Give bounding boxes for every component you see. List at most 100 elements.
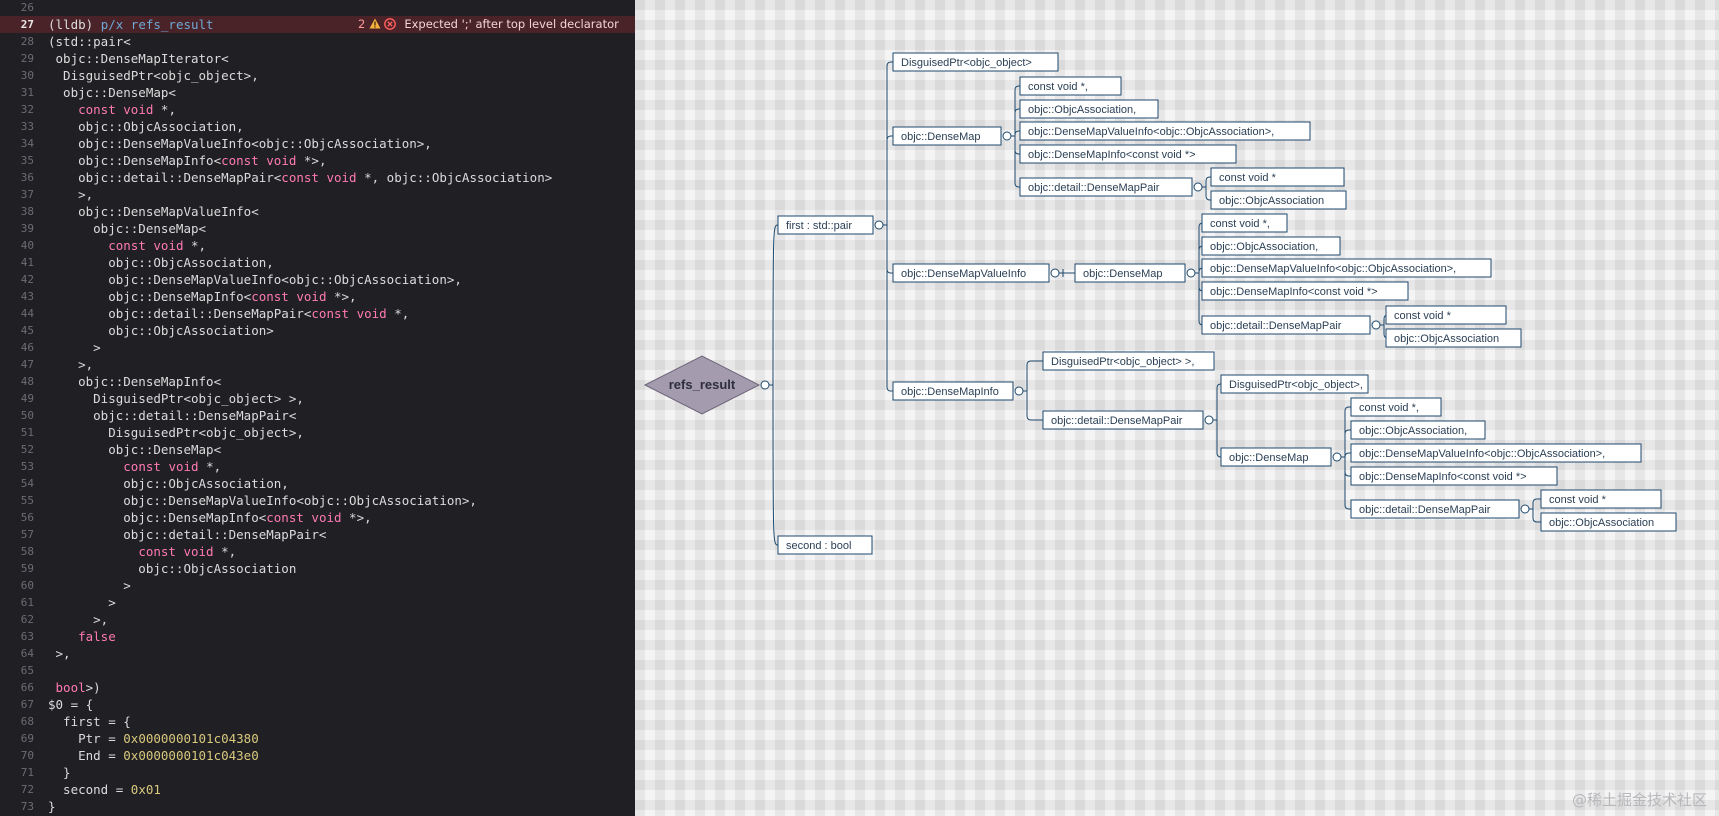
mindmap-node[interactable]: [1210, 167, 1345, 187]
collapse-toggle[interactable]: [1050, 268, 1060, 278]
code-line[interactable]: 52 objc::DenseMap<: [0, 441, 635, 458]
collapse-toggle[interactable]: [1332, 452, 1342, 462]
mindmap-node[interactable]: [1201, 258, 1492, 278]
code-line[interactable]: 31 objc::DenseMap<: [0, 84, 635, 101]
mindmap-node[interactable]: [1385, 305, 1507, 325]
mindmap-node[interactable]: [1074, 263, 1186, 283]
mindmap-node[interactable]: [1201, 315, 1371, 335]
code-text: objc::DenseMapInfo<: [48, 373, 221, 390]
mindmap-node[interactable]: [1201, 213, 1288, 233]
code-line[interactable]: 51 DisguisedPtr<objc_object>,: [0, 424, 635, 441]
collapse-toggle[interactable]: [1186, 268, 1196, 278]
mindmap-node[interactable]: [1019, 76, 1122, 96]
mindmap-node[interactable]: [892, 52, 1059, 72]
code-line[interactable]: 54 objc::ObjcAssociation,: [0, 475, 635, 492]
mindmap-node[interactable]: [1350, 443, 1642, 463]
mindmap-node[interactable]: [1385, 328, 1522, 348]
mindmap-node[interactable]: [1210, 190, 1347, 210]
code-line[interactable]: 55 objc::DenseMapValueInfo<objc::ObjcAss…: [0, 492, 635, 509]
code-line[interactable]: 41 objc::ObjcAssociation,: [0, 254, 635, 271]
collapse-toggle[interactable]: [1520, 504, 1530, 514]
mindmap-node[interactable]: [1042, 410, 1204, 430]
code-line[interactable]: 71 }: [0, 764, 635, 781]
mindmap-node[interactable]: [1220, 447, 1332, 467]
mindmap-node[interactable]: [1220, 374, 1369, 394]
code-line[interactable]: 49 DisguisedPtr<objc_object> >,: [0, 390, 635, 407]
code-line[interactable]: 53 const void *,: [0, 458, 635, 475]
code-line[interactable]: 56 objc::DenseMapInfo<const void *>,: [0, 509, 635, 526]
mindmap-node[interactable]: [1019, 99, 1159, 119]
code-line[interactable]: 26: [0, 0, 635, 16]
collapse-toggle[interactable]: [760, 380, 770, 390]
code-line[interactable]: 50 objc::detail::DenseMapPair<: [0, 407, 635, 424]
code-line[interactable]: 33 objc::ObjcAssociation,: [0, 118, 635, 135]
mindmap-node[interactable]: [1350, 420, 1486, 440]
code-line[interactable]: 48 objc::DenseMapInfo<: [0, 373, 635, 390]
code-line[interactable]: 70 End = 0x0000000101c043e0: [0, 747, 635, 764]
collapse-toggle[interactable]: [1014, 386, 1024, 396]
code-line[interactable]: 28(std::pair<: [0, 33, 635, 50]
code-line[interactable]: 68 first = {: [0, 713, 635, 730]
code-line[interactable]: 40 const void *,: [0, 237, 635, 254]
code-line[interactable]: 72 second = 0x01: [0, 781, 635, 798]
code-line[interactable]: 47 >,: [0, 356, 635, 373]
error-badge[interactable]: 2 Expected ';' after top level declarato…: [358, 15, 619, 32]
code-line[interactable]: 46 >: [0, 339, 635, 356]
code-line[interactable]: 67$0 = {: [0, 696, 635, 713]
code-line[interactable]: 39 objc::DenseMap<: [0, 220, 635, 237]
code-line[interactable]: 64 >,: [0, 645, 635, 662]
mindmap-node[interactable]: [1019, 177, 1193, 197]
code-line[interactable]: 34 objc::DenseMapValueInfo<objc::ObjcAss…: [0, 135, 635, 152]
code-line[interactable]: 43 objc::DenseMapInfo<const void *>,: [0, 288, 635, 305]
code-line[interactable]: 61 >: [0, 594, 635, 611]
collapse-toggle[interactable]: [1002, 131, 1012, 141]
code-line[interactable]: 37 >,: [0, 186, 635, 203]
code-line[interactable]: 69 Ptr = 0x0000000101c04380: [0, 730, 635, 747]
code-line[interactable]: 42 objc::DenseMapValueInfo<objc::ObjcAss…: [0, 271, 635, 288]
mindmap-node[interactable]: [892, 263, 1050, 283]
mindmap-node[interactable]: [1540, 489, 1662, 509]
code-line[interactable]: 36 objc::detail::DenseMapPair<const void…: [0, 169, 635, 186]
code-line[interactable]: 45 objc::ObjcAssociation>: [0, 322, 635, 339]
code-line[interactable]: 38 objc::DenseMapValueInfo<: [0, 203, 635, 220]
code-line[interactable]: 65: [0, 662, 635, 679]
code-line[interactable]: 57 objc::detail::DenseMapPair<: [0, 526, 635, 543]
mindmap-node[interactable]: [1042, 351, 1215, 371]
code-line[interactable]: 73}: [0, 798, 635, 815]
code-line[interactable]: 30 DisguisedPtr<objc_object>,: [0, 67, 635, 84]
collapse-toggle[interactable]: [874, 220, 884, 230]
code-line[interactable]: 35 objc::DenseMapInfo<const void *>,: [0, 152, 635, 169]
code-line[interactable]: 63 false: [0, 628, 635, 645]
mindmap-node[interactable]: [892, 381, 1014, 401]
code-line[interactable]: 60 >: [0, 577, 635, 594]
collapse-toggle[interactable]: [1371, 320, 1381, 330]
mindmap-node[interactable]: [1019, 121, 1311, 141]
collapse-toggle[interactable]: [1204, 415, 1214, 425]
root-node[interactable]: [643, 355, 761, 415]
mindmap-node[interactable]: [777, 535, 873, 555]
mindmap-node[interactable]: [1201, 281, 1409, 301]
mindmap-node[interactable]: [1201, 236, 1341, 256]
code-line[interactable]: 58 const void *,: [0, 543, 635, 560]
code-line[interactable]: 32 const void *,: [0, 101, 635, 118]
mindmap-node[interactable]: [1019, 144, 1237, 164]
code-line[interactable]: 62 >,: [0, 611, 635, 628]
collapse-toggle[interactable]: [1193, 182, 1203, 192]
code-line[interactable]: 29 objc::DenseMapIterator<: [0, 50, 635, 67]
mindmap-node[interactable]: [1350, 466, 1558, 486]
code-token: [48, 102, 78, 117]
code-token: void: [326, 170, 357, 185]
code-line[interactable]: 27(lldb) p/x refs_result: [0, 16, 635, 33]
code-line[interactable]: 44 objc::detail::DenseMapPair<const void…: [0, 305, 635, 322]
code-line[interactable]: 66 bool>): [0, 679, 635, 696]
mindmap-node[interactable]: [892, 126, 1002, 146]
mindmap-node[interactable]: [1350, 499, 1520, 519]
code-line[interactable]: 59 objc::ObjcAssociation: [0, 560, 635, 577]
mindmap-node[interactable]: [777, 215, 874, 235]
mindmap-node[interactable]: [1540, 512, 1677, 532]
mindmap-node[interactable]: [1350, 397, 1442, 417]
line-number: 47: [20, 358, 34, 371]
